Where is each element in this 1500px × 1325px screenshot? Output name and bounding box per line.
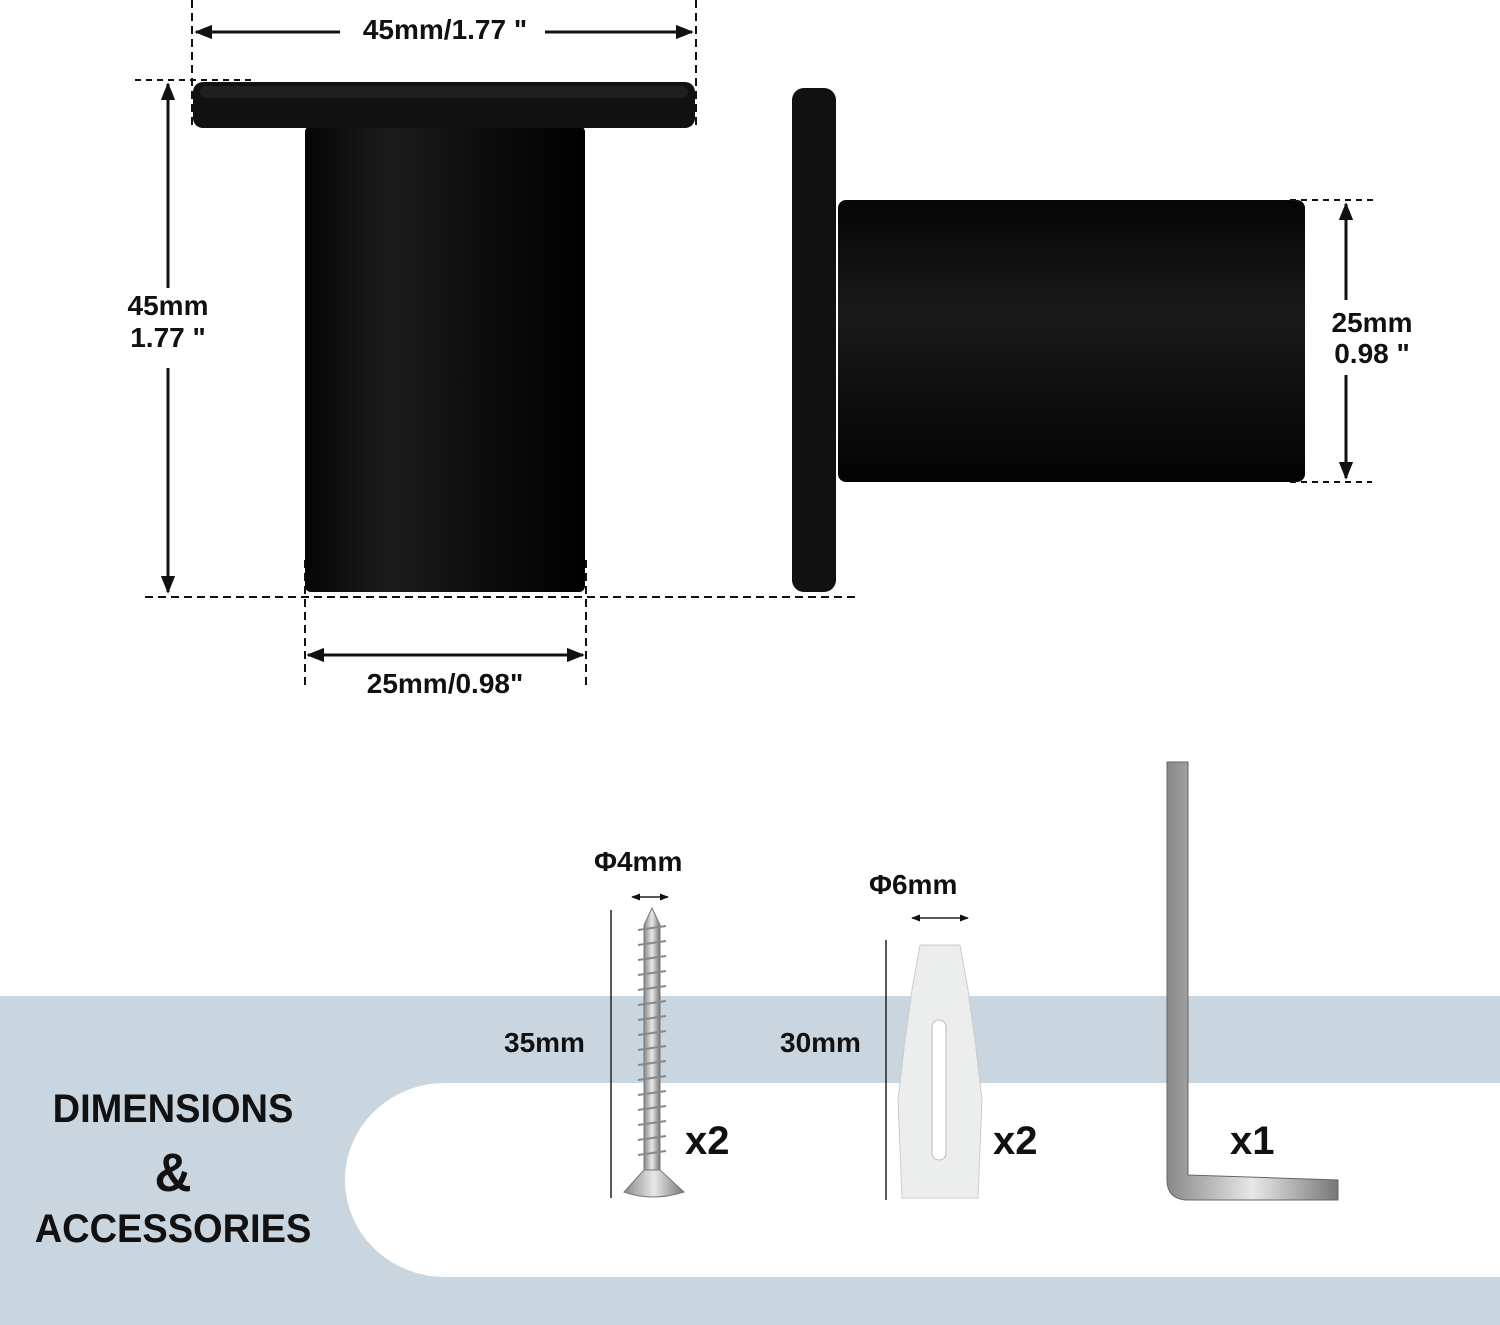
diameter-in-label: 0.98 " — [1334, 338, 1410, 369]
front-view-hook — [193, 82, 695, 592]
title-accessories: ACCESSORIES — [34, 1207, 312, 1251]
height-in-label: 1.77 " — [130, 322, 206, 353]
flange-width-label: 45mm/1.77 " — [362, 14, 528, 45]
anchor-quantity: x2 — [993, 1119, 1038, 1163]
screw-diameter-label: Φ4mm — [594, 846, 683, 877]
height-mm-label: 45mm — [127, 290, 209, 321]
title-ampersand: & — [154, 1143, 192, 1203]
cylinder-width-label: 25mm/0.98" — [366, 668, 524, 699]
screw-quantity: x2 — [685, 1119, 730, 1163]
accessories-band — [0, 996, 1500, 1325]
side-view-dimension-lines — [1290, 199, 1378, 483]
screw-length-label: 35mm — [504, 1027, 585, 1058]
hex-key-quantity: x1 — [1230, 1119, 1275, 1163]
hex-key-image — [1166, 761, 1339, 1201]
title-dimensions: DIMENSIONS — [52, 1087, 294, 1131]
front-view-dimension-lines — [135, 0, 860, 685]
screw-image — [610, 893, 685, 1198]
diameter-mm-label: 25mm — [1331, 307, 1413, 338]
anchor-length-label: 30mm — [780, 1027, 861, 1058]
side-view-hook — [792, 88, 1305, 592]
anchor-diameter-label: Φ6mm — [869, 869, 958, 900]
wall-anchor-image — [885, 914, 983, 1200]
